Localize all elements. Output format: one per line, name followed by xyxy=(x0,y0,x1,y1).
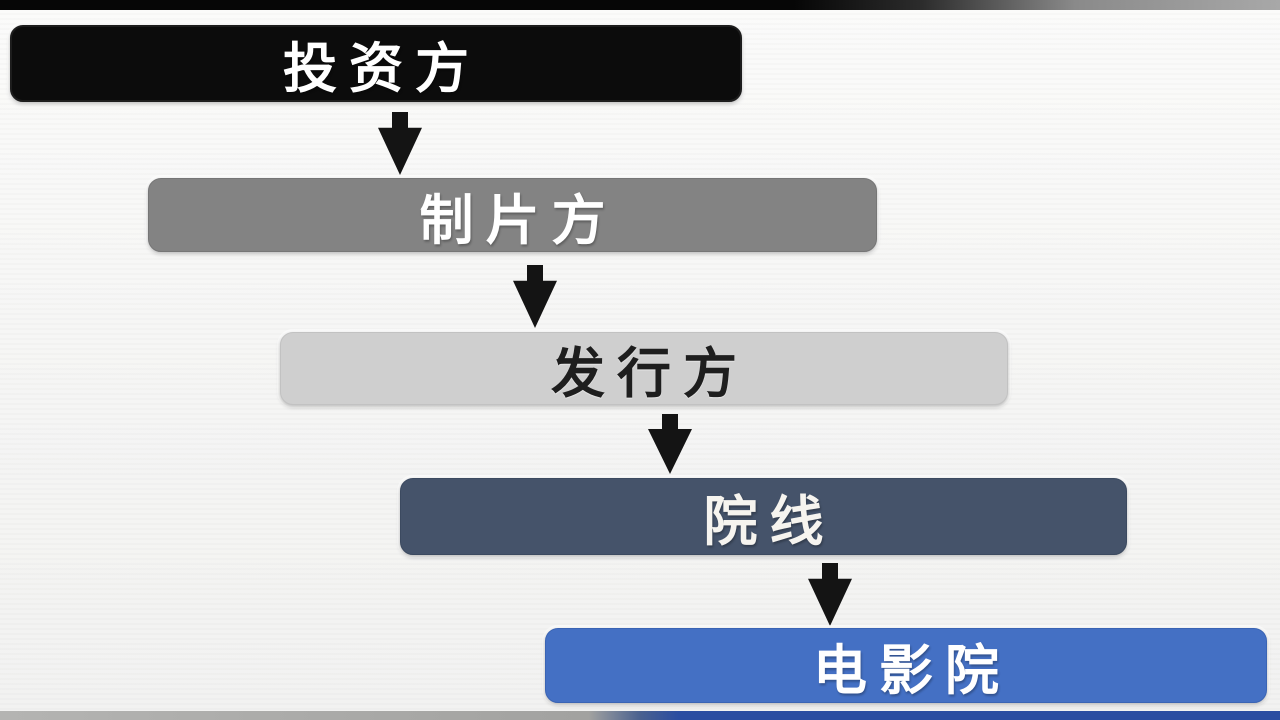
node-cinema-chain: 院线 xyxy=(400,478,1127,555)
node-distributor-label: 发行方 xyxy=(551,344,749,404)
arrow-down-icon xyxy=(647,414,693,474)
arrow-down-icon xyxy=(512,265,558,328)
node-producer-label: 制片方 xyxy=(419,190,618,251)
node-producer: 制片方 xyxy=(148,178,877,252)
node-movie-theater: 电影院 xyxy=(545,628,1267,703)
top-letterbox-strip xyxy=(0,0,1280,10)
node-distributor: 发行方 xyxy=(280,332,1008,405)
node-investor: 投资方 xyxy=(10,25,742,102)
arrow-down-icon xyxy=(377,112,423,175)
arrow-down-icon xyxy=(807,563,853,626)
node-cinema-chain-label: 院线 xyxy=(703,492,836,552)
bottom-progress-strip xyxy=(0,711,1280,720)
node-investor-label: 投资方 xyxy=(283,39,481,99)
node-movie-theater-label: 电影院 xyxy=(813,641,1011,701)
